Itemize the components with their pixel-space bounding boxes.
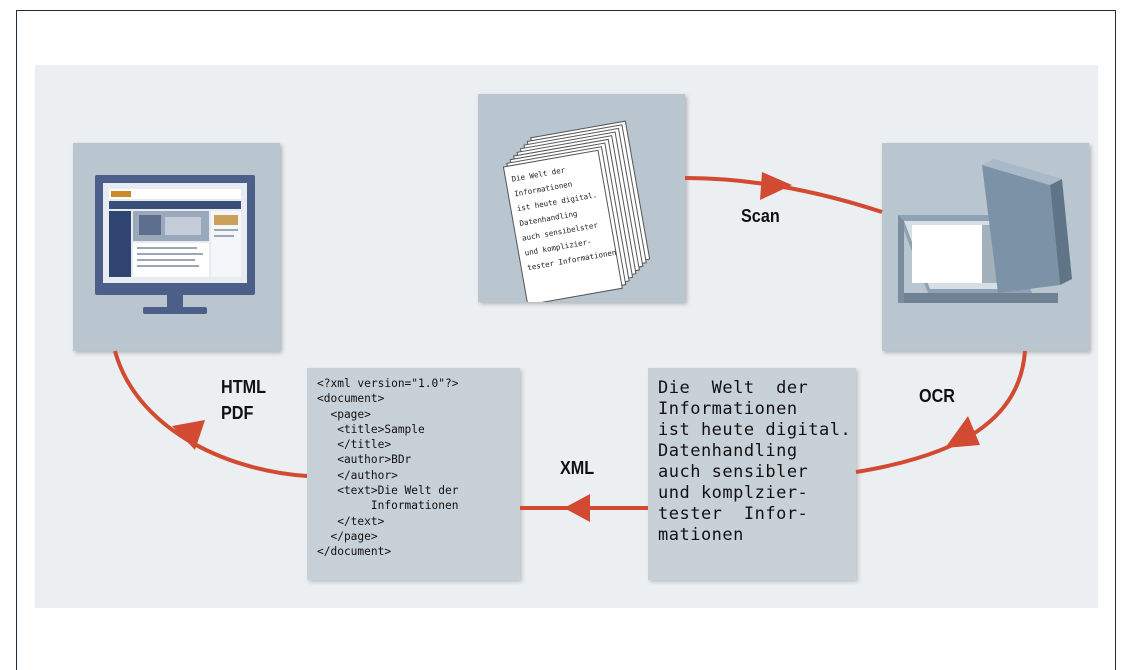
arrowhead-ocr	[945, 416, 980, 448]
arrow-html-pdf	[113, 350, 308, 478]
ocr-line: tester Infor-	[658, 504, 809, 524]
xml-line: </title>	[317, 438, 392, 452]
xml-line: <document>	[317, 392, 385, 406]
xml-line: </document>	[317, 545, 392, 559]
arrowhead-html-pdf	[172, 420, 205, 450]
arrowhead-scan	[760, 172, 792, 200]
ocr-line: mationen	[658, 525, 744, 545]
arrow-scan	[684, 176, 883, 214]
monitor-icon	[95, 175, 255, 314]
xml-line: </page>	[317, 529, 378, 543]
xml-line: </text>	[317, 514, 385, 528]
paper-stack-icon: Die Welt der Informationen ist heute dig…	[502, 120, 651, 306]
xml-line: <author>BDr	[317, 453, 412, 467]
xml-code-box: <?xml version="1.0"?> <document> <page> …	[307, 368, 520, 580]
arrow-ocr	[855, 350, 1027, 474]
ocr-line: auch sensibler	[658, 462, 809, 482]
xml-line: </author>	[317, 468, 398, 482]
label-pdf: PDF	[221, 403, 254, 423]
figure-frame	[16, 10, 1116, 670]
ocr-text-box: Die Welt der Informationen ist heute dig…	[648, 368, 856, 580]
ocr-line: Die Welt der	[658, 378, 809, 398]
documents-tile: Die Welt der Informationen ist heute dig…	[478, 94, 685, 306]
arrowhead-xml	[564, 494, 590, 522]
label-html: HTML	[221, 377, 266, 397]
label-xml: XML	[560, 458, 595, 478]
monitor-tile	[73, 143, 280, 351]
ocr-line: ist heute digital.	[658, 420, 852, 440]
ocr-line: Datenhandling	[658, 441, 798, 461]
ocr-line: Informationen	[658, 399, 798, 419]
xml-line: Informationen	[317, 499, 459, 513]
scanner-tile	[882, 143, 1089, 351]
scanner-icon	[898, 159, 1072, 303]
xml-line: <page>	[317, 407, 371, 421]
xml-line: <text>Die Welt der	[317, 484, 459, 498]
label-ocr: OCR	[919, 386, 955, 406]
label-scan: Scan	[741, 206, 780, 226]
xml-line: <?xml version="1.0"?>	[317, 377, 459, 390]
ocr-line: und komplzier-	[658, 483, 809, 503]
xml-line: <title>Sample	[317, 422, 425, 436]
